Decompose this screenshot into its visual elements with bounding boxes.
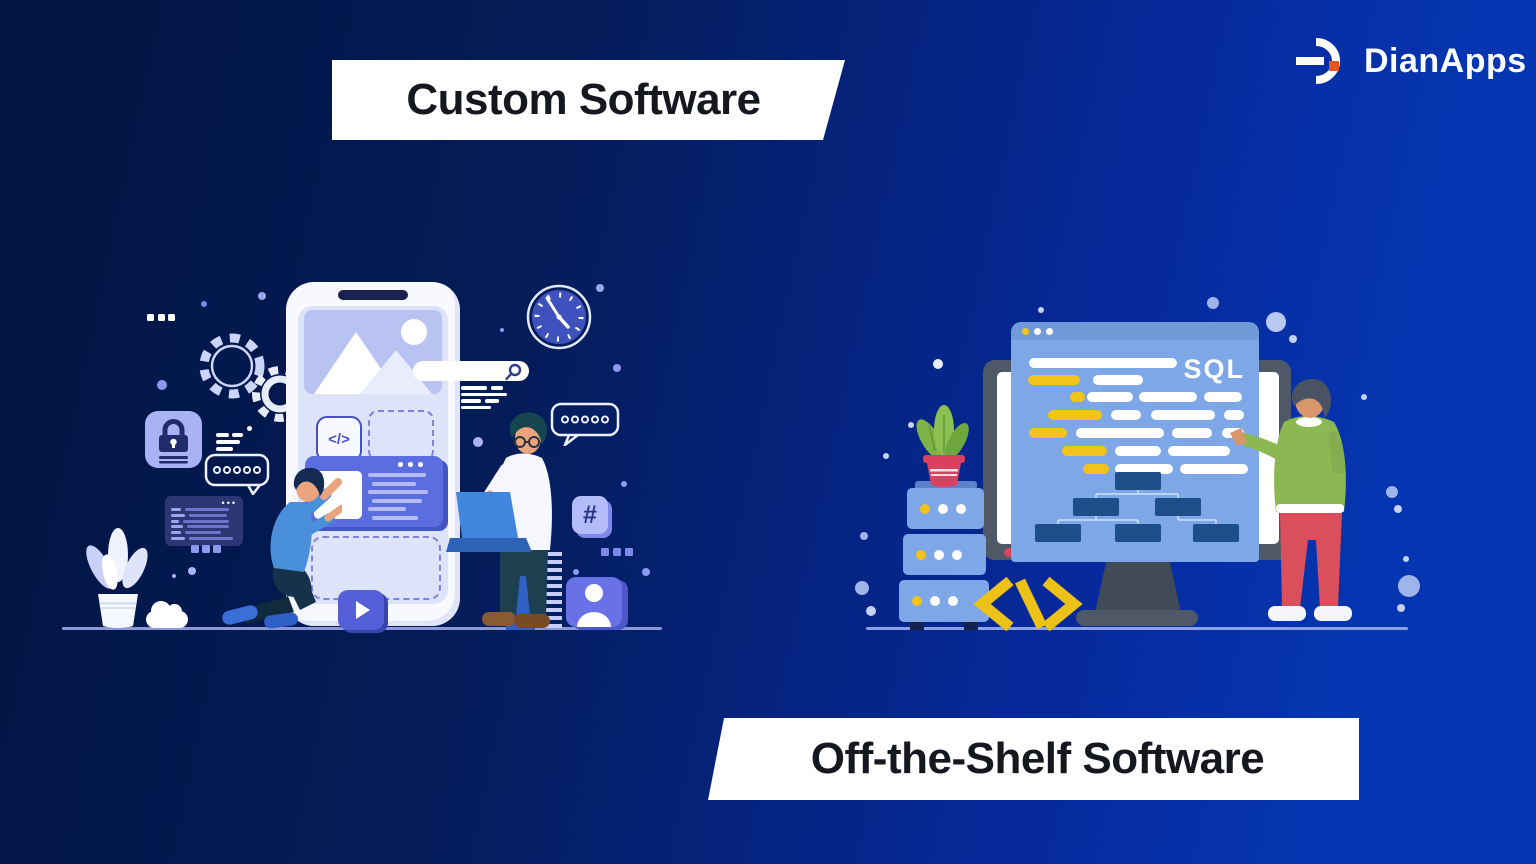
monitor-power-led-icon <box>1004 548 1013 557</box>
sql-code-window: SQL <box>1011 322 1259 562</box>
window-dot-icon <box>398 462 403 467</box>
search-result-lines <box>461 386 521 416</box>
code-glyph: </> <box>328 430 350 448</box>
banner-top-label: Custom Software <box>406 75 761 124</box>
window-dot-icon <box>408 462 413 467</box>
dots-squares-decor <box>191 545 221 553</box>
standing-developer-illustration <box>446 400 566 635</box>
password-bubble-icon <box>204 453 272 500</box>
window-dot-icon <box>1034 327 1041 335</box>
window-dot-icon <box>1022 327 1029 335</box>
search-icon <box>505 363 522 381</box>
window-dots-icon: ••• <box>221 498 237 508</box>
server-foot <box>910 622 924 630</box>
code-window-dark: ••• <box>165 496 243 546</box>
image-placeholder-icon <box>304 310 442 394</box>
editor-text-lines <box>368 473 438 523</box>
plant-left <box>80 522 155 635</box>
play-button-icon <box>338 590 384 630</box>
dianapps-logo-text: DianApps <box>1364 41 1527 80</box>
window-dot-icon <box>1046 327 1053 335</box>
custom-software-banner: Custom Software <box>332 60 845 140</box>
off-the-shelf-banner: Off-the-Shelf Software <box>708 718 1359 800</box>
dashed-placeholder-small <box>368 410 434 461</box>
server-drawers <box>898 480 993 632</box>
server-foot <box>964 622 978 630</box>
plant-right <box>913 403 973 493</box>
monitor-stand-base <box>1076 610 1198 626</box>
hashtag-icon: # <box>572 496 608 534</box>
pointing-developer-illustration <box>1228 370 1383 635</box>
lock-icon <box>145 411 202 468</box>
phone-mockup: </> <box>286 282 460 626</box>
sql-label: SQL <box>1183 354 1245 384</box>
gear-icon <box>194 326 270 411</box>
window-dot-icon <box>418 462 423 467</box>
clock-icon <box>525 283 593 356</box>
cloud-icon <box>146 601 188 628</box>
kneeling-developer-illustration <box>212 460 346 635</box>
user-icon <box>566 577 622 627</box>
ground-line-right <box>866 627 1408 630</box>
password-bubble-icon <box>549 402 621 451</box>
code-lines <box>171 508 237 544</box>
hashtag-glyph: # <box>583 500 597 529</box>
code-brackets-icon <box>970 575 1085 638</box>
dianapps-logo-icon <box>1296 38 1340 84</box>
banner-bottom-label: Off-the-Shelf Software <box>810 734 1265 783</box>
flowchart-connectors <box>1057 490 1217 524</box>
window-header <box>1011 322 1259 340</box>
dianapps-logo: DianApps <box>1294 32 1527 90</box>
phone-notch <box>338 290 408 300</box>
search-bar <box>413 361 529 381</box>
monitor-stand <box>1095 558 1181 613</box>
dots-squares-decor <box>147 314 175 321</box>
server-tower <box>898 480 993 632</box>
dots-squares-decor <box>601 548 633 556</box>
text-lines-icon <box>216 423 250 453</box>
